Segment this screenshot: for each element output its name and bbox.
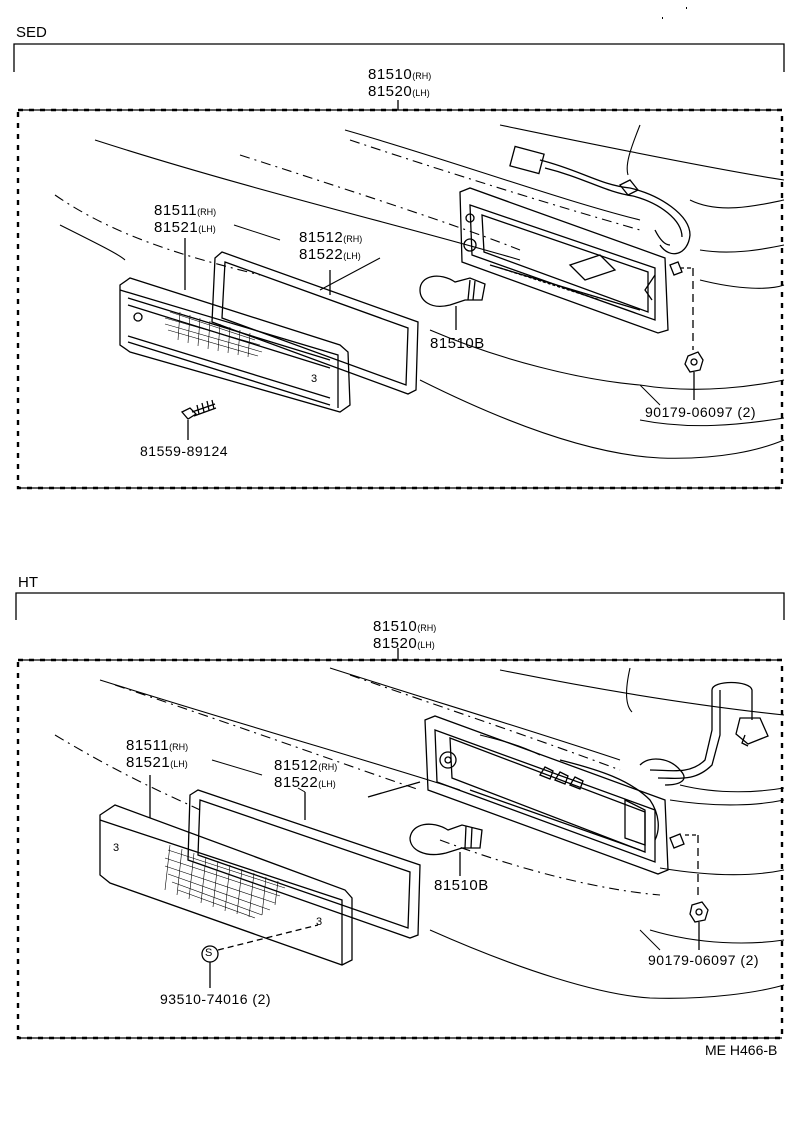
ht-screw-symbol: S [205, 947, 213, 959]
sed-lens-lh: 81521(LH) [154, 219, 216, 236]
ht-lamp-housing [367, 715, 669, 875]
ht-lens-mark-left: 3 [113, 842, 120, 854]
ht-gasket-rh: 81512(RH) [274, 757, 338, 774]
sed-screw [180, 399, 217, 440]
ht-lens-mark-right: 3 [316, 916, 323, 928]
ht-bulb [409, 823, 483, 876]
ht-assembly-rh: 81510(RH) [373, 618, 437, 635]
sed-screw-part: 81559-89124 [140, 443, 229, 459]
ht-assembly-lh: 81520(LH) [373, 635, 435, 652]
footer-code: ME H466-B [705, 1042, 778, 1058]
sed-lamp-housing [459, 187, 669, 334]
section-label-sed: SED [16, 24, 47, 41]
sed-assembly-rh: 81510(RH) [368, 66, 432, 83]
sed-lens-mark: 3 [311, 373, 318, 385]
sed-assembly-lh: 81520(LH) [368, 83, 430, 100]
top-dots [662, 7, 687, 19]
sed-wire [509, 145, 691, 255]
ht-lens-rh: 81511(RH) [126, 737, 189, 754]
sed-gasket-lh: 81522(LH) [299, 246, 361, 263]
sed-nut [669, 261, 704, 400]
ht-bulb-part: 81510B [434, 877, 489, 894]
ht-wire [639, 681, 769, 786]
ht-gasket-lh: 81522(LH) [274, 774, 336, 791]
ht-lens [99, 775, 353, 966]
sed-frame [13, 43, 785, 490]
ht-frame [15, 592, 785, 1040]
sed-lens [119, 238, 351, 413]
ht-gasket [187, 789, 421, 939]
sed-lens-rh: 81511(RH) [154, 202, 217, 219]
ht-lens-lh: 81521(LH) [126, 754, 188, 771]
sed-gasket [211, 251, 419, 395]
ht-nut-part: 90179-06097 (2) [648, 952, 760, 968]
ht-nut [669, 833, 709, 950]
ht-body-lines [54, 667, 785, 999]
sed-bulb [419, 275, 486, 330]
sed-gasket-rh: 81512(RH) [299, 229, 363, 246]
ht-screw-part: 93510-74016 (2) [160, 991, 272, 1007]
sed-nut-part: 90179-06097 (2) [645, 404, 757, 420]
section-label-ht: HT [18, 574, 38, 591]
sed-bulb-part: 81510B [430, 335, 485, 352]
ht-screw [201, 924, 319, 988]
ht-leaders [211, 759, 661, 951]
sed-leaders [233, 224, 661, 406]
